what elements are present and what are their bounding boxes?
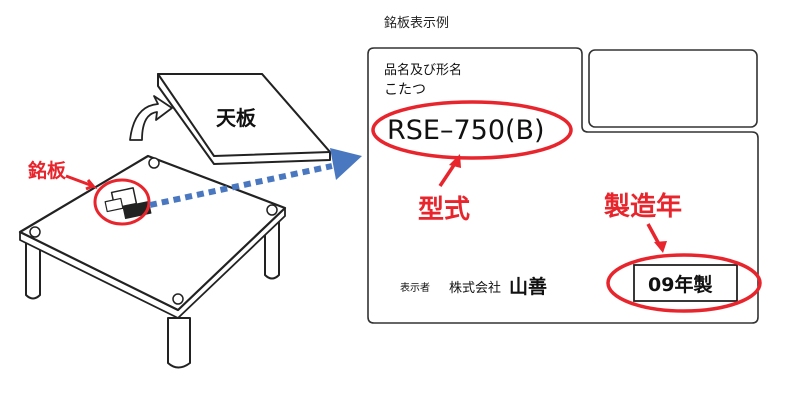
nameplate-highlight-circle	[93, 178, 151, 226]
kotatsu-illustration	[18, 73, 331, 369]
brand-name: 山善	[509, 275, 547, 298]
product-name-value: こたつ	[384, 82, 426, 98]
product-name-label: 品名及び形名	[384, 62, 462, 78]
table-leg-left	[25, 237, 41, 300]
lift-arrow	[129, 95, 173, 141]
year-made: 09年製	[648, 273, 712, 296]
year-of-manufacture-callout: 製造年	[604, 191, 682, 222]
corner-holes	[29, 157, 278, 305]
year-made-highlight	[606, 253, 762, 313]
nameplate-blank-box	[588, 49, 758, 128]
top-plate-label: 天板	[216, 106, 257, 130]
model-number-highlight	[371, 100, 573, 160]
dotted-connector-arrowhead	[330, 148, 362, 180]
nameplate-outer-frame	[367, 47, 759, 324]
table-leg-front	[167, 317, 191, 369]
table-leg-right	[264, 217, 280, 280]
nameplate-label: 銘板	[28, 159, 67, 182]
table-top-surface	[18, 154, 287, 312]
year-made-box	[633, 264, 738, 302]
model-type-callout: 型式	[418, 195, 470, 225]
caption: 銘板表示例	[384, 16, 450, 31]
labeler-label: 表示者	[400, 281, 430, 294]
nameplate-panel	[367, 47, 759, 324]
model-number: RSE–750(B)	[387, 115, 545, 146]
nameplate-pointer-arrow	[65, 174, 98, 191]
company-name: 株式会社	[449, 280, 501, 296]
